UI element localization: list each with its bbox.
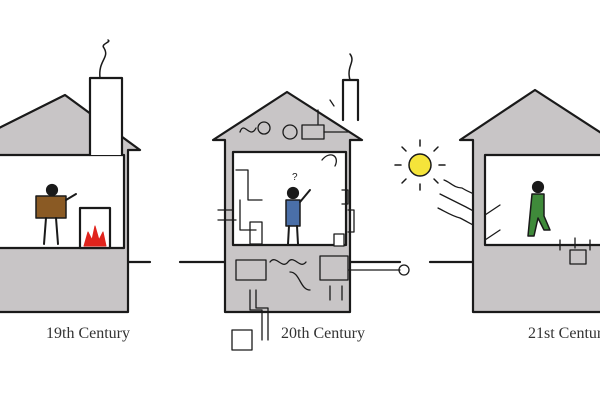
chimney bbox=[341, 78, 360, 122]
house-19th-century bbox=[0, 39, 142, 314]
caption-19th-century: 19th Century bbox=[46, 325, 130, 342]
person-figure bbox=[527, 180, 551, 237]
svg-text:?: ? bbox=[292, 172, 298, 183]
house-20th-century: ? bbox=[211, 53, 410, 351]
house-21st-century bbox=[458, 88, 600, 314]
chimney bbox=[88, 76, 124, 157]
caption-20th-century: 20th Century bbox=[281, 325, 365, 342]
mechanical-systems bbox=[217, 99, 410, 351]
person-figure bbox=[35, 183, 77, 245]
fire-icon bbox=[83, 225, 107, 247]
caption-21st-century: 21st Century bbox=[528, 325, 600, 342]
heat-pump-unit bbox=[559, 237, 591, 265]
person-figure: ? bbox=[285, 172, 311, 245]
sun-icon bbox=[394, 139, 485, 229]
